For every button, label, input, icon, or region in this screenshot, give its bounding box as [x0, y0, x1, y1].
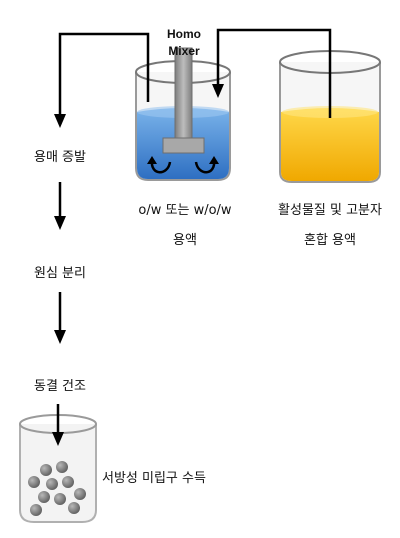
- step-arrow-3: [52, 404, 64, 446]
- transfer-arrow: [212, 28, 332, 118]
- yellow-liquid: [281, 108, 379, 181]
- centrifugation-label: 원심 분리: [34, 266, 86, 281]
- outlet-arrow: [54, 32, 150, 128]
- freeze-drying-label: 동결 건조: [34, 379, 86, 394]
- microsphere-particles: [28, 461, 86, 516]
- solvent-evaporation-label: 용매 증발: [34, 150, 86, 165]
- homo-mixer-line2: Mixer: [168, 44, 200, 58]
- homo-mixer-line1: Homo: [167, 27, 201, 41]
- polymer-solution-label-line2: 혼합 용액: [304, 233, 356, 248]
- step-arrow-2: [54, 292, 66, 344]
- homo-mixer-label: Homo Mixer: [163, 26, 205, 60]
- emulsion-label-line1: o/w 또는 w/o/w: [138, 203, 232, 218]
- emulsion-label-line2: 용액: [173, 233, 197, 248]
- homogenizer: [162, 47, 205, 154]
- step-arrow-1: [54, 182, 66, 230]
- mixing-swirl-arrows: [147, 156, 219, 174]
- product-label: 서방성 미립구 수득: [102, 471, 206, 486]
- polymer-solution-label-line1: 활성물질 및 고분자: [278, 203, 382, 218]
